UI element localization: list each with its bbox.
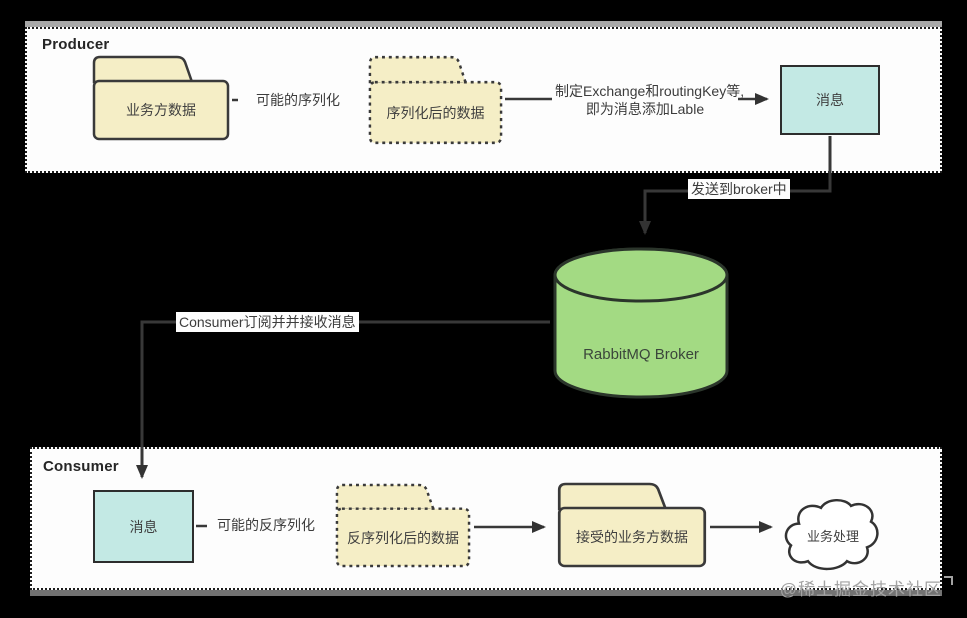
edge-label-labeling: 制定Exchange和routingKey等, 即为消息添加Lable <box>552 81 745 119</box>
edge-label-serialize: 可能的序列化 <box>238 90 358 110</box>
edge-label-deserialize: 可能的反序列化 <box>207 515 325 535</box>
node-rabbitmq-broker: RabbitMQ Broker <box>552 245 730 401</box>
node-label: RabbitMQ Broker <box>583 345 699 363</box>
node-consumer-message: 消息 <box>93 490 194 563</box>
top-edge-artifact <box>25 21 942 27</box>
node-label: 消息 <box>129 518 158 535</box>
node-producer-message: 消息 <box>780 65 880 135</box>
watermark: @稀土掘金技术社区 <box>780 575 953 600</box>
node-received-data: 接受的业务方数据 <box>556 481 708 569</box>
node-business-process: 业务处理 <box>783 496 883 575</box>
producer-title: Producer <box>42 36 110 53</box>
cylinder-icon <box>553 247 729 399</box>
node-label: 消息 <box>816 92 844 108</box>
folder-dashed-icon <box>368 55 503 145</box>
consumer-title: Consumer <box>43 458 119 475</box>
node-label: 业务处理 <box>806 528 859 544</box>
node-source-data: 业务方数据 <box>91 54 231 142</box>
node-label: 反序列化后的数据 <box>347 529 459 546</box>
watermark-mark-icon <box>944 576 953 585</box>
node-deserialized-data: 反序列化后的数据 <box>334 482 472 569</box>
folder-icon <box>92 55 230 141</box>
folder-icon <box>557 482 707 568</box>
node-serialized-data: 序列化后的数据 <box>367 54 504 146</box>
node-label: 业务方数据 <box>126 102 196 119</box>
cloud-icon <box>784 498 879 571</box>
folder-dashed-icon <box>335 483 471 568</box>
node-label: 序列化后的数据 <box>386 104 485 121</box>
edge-label-send: 发送到broker中 <box>688 179 790 199</box>
node-label: 接受的业务方数据 <box>576 529 688 546</box>
edge-label-line1: 制定Exchange和routingKey等, <box>555 83 745 99</box>
bottom-edge-artifact <box>30 590 942 596</box>
watermark-text: @稀土掘金技术社区 <box>779 580 942 599</box>
edge-label-subscribe: Consumer订阅并并接收消息 <box>176 312 359 332</box>
edge-label-line2: 即为消息添加Lable <box>585 101 705 117</box>
